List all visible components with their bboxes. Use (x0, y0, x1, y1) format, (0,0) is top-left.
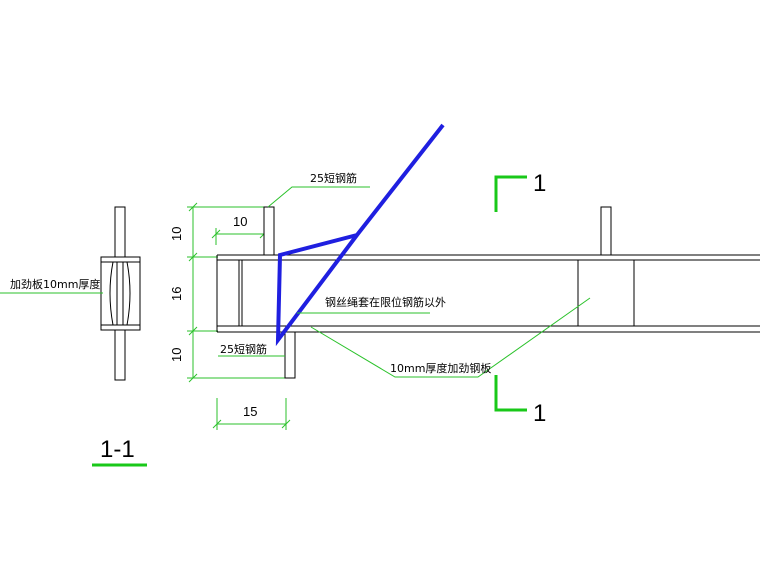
beam-elevation (216, 254, 760, 333)
leader-plate-note (310, 297, 591, 378)
short-rebar-top (263, 206, 275, 256)
section-title: 1-1 (100, 436, 135, 463)
top-rebar-stub (114, 206, 126, 258)
web-left-curve (109, 261, 114, 326)
label-wire-note: 钢丝绳套在限位钢筋以外 (325, 295, 446, 309)
section-mark-bottom (494, 375, 527, 412)
dim-16: 16 (169, 287, 184, 301)
dim-10-bottom: 10 (169, 348, 184, 362)
dim-10-horizontal: 10 (233, 214, 247, 229)
bottom-rebar-stub (114, 329, 126, 381)
short-rebar-bottom (284, 331, 296, 379)
section-mark-top-label: 1 (533, 170, 546, 197)
label-rebar-top: 25短钢筋 (310, 171, 357, 185)
plate-label-left: 加劲板10mm厚度 (10, 277, 100, 291)
section-mark-bottom-label: 1 (533, 400, 546, 427)
label-plate-note: 10mm厚度加劲钢板 (390, 361, 491, 375)
leader-rebar-top (267, 186, 370, 208)
cross-section-1-1 (100, 206, 141, 381)
wire-rope (275, 123, 445, 347)
section-mark-top (494, 175, 527, 212)
dim-10-top: 10 (169, 227, 184, 241)
dim-15: 15 (243, 404, 257, 419)
label-rebar-bottom: 25短钢筋 (220, 342, 267, 356)
vertical-dimension-chain (187, 202, 287, 383)
dimension-10-horizontal (211, 228, 269, 245)
i-beam-section (100, 256, 141, 331)
dimension-15 (212, 398, 291, 430)
rebar-stubs-elevation (263, 206, 612, 379)
web-right-curve (126, 261, 131, 326)
short-rebar-right (600, 206, 612, 256)
